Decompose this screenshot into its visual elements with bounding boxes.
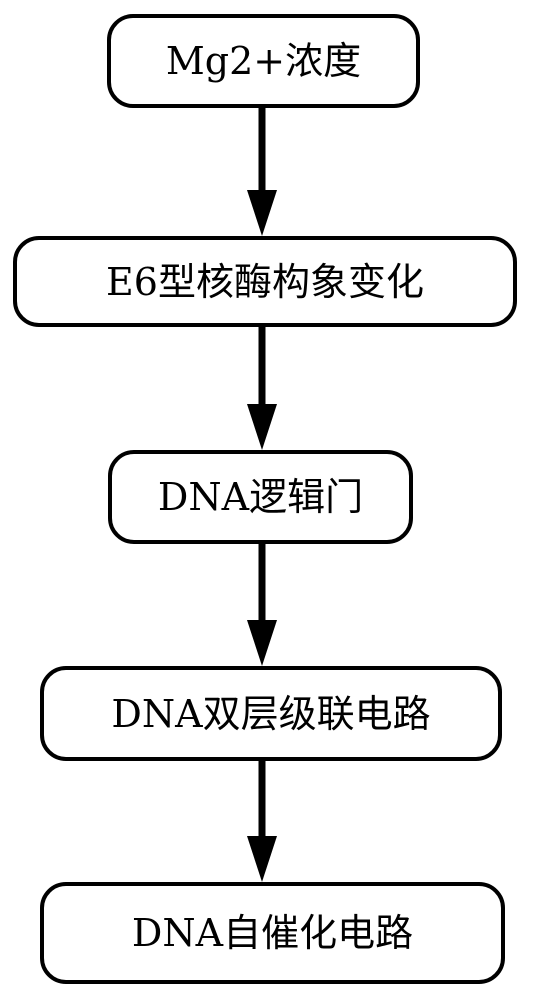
node-label: DNA逻辑门: [157, 475, 364, 519]
arrow-1-head: [247, 190, 277, 236]
node-label: DNA自催化电路: [131, 911, 414, 955]
arrow-4-head: [247, 836, 277, 882]
node-label: Mg2+浓度: [165, 39, 362, 83]
e6-ribozyme-conformation-node: E6型核酶构象变化: [13, 236, 517, 327]
mg2-concentration-node: Mg2+浓度: [107, 14, 420, 108]
dna-autocatalytic-circuit-node: DNA自催化电路: [40, 882, 505, 984]
node-label: DNA双层级联电路: [111, 691, 431, 736]
arrow-2-head: [247, 404, 277, 450]
node-label: E6型核酶构象变化: [106, 259, 424, 304]
arrow-3-head: [247, 620, 277, 666]
dna-two-layer-cascade-node: DNA双层级联电路: [40, 666, 502, 761]
dna-logic-gate-node: DNA逻辑门: [108, 450, 413, 544]
